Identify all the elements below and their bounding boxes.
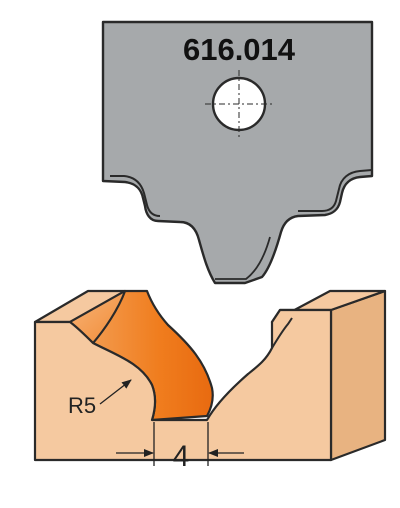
mounting-hole-crosshair-icon	[205, 70, 273, 138]
workpiece-side-face	[329, 289, 387, 462]
workpiece-front-face	[33, 308, 333, 462]
knife-part-number: 616.014	[183, 32, 296, 67]
wood-workpiece	[33, 289, 387, 462]
cutter-knife: 616.014	[101, 20, 374, 285]
radius-leader	[99, 379, 132, 405]
radius-label: R5	[68, 393, 96, 418]
width-dimension: 4	[116, 422, 244, 473]
knife-body	[101, 20, 374, 285]
right-groove-edge	[271, 317, 293, 349]
width-label: 4	[173, 440, 190, 473]
knife-bevel-edge-right	[298, 169, 373, 212]
knife-tip-edge	[215, 236, 271, 280]
radius-dimension: R5	[68, 379, 132, 418]
knife-bevel-edge	[110, 175, 161, 217]
